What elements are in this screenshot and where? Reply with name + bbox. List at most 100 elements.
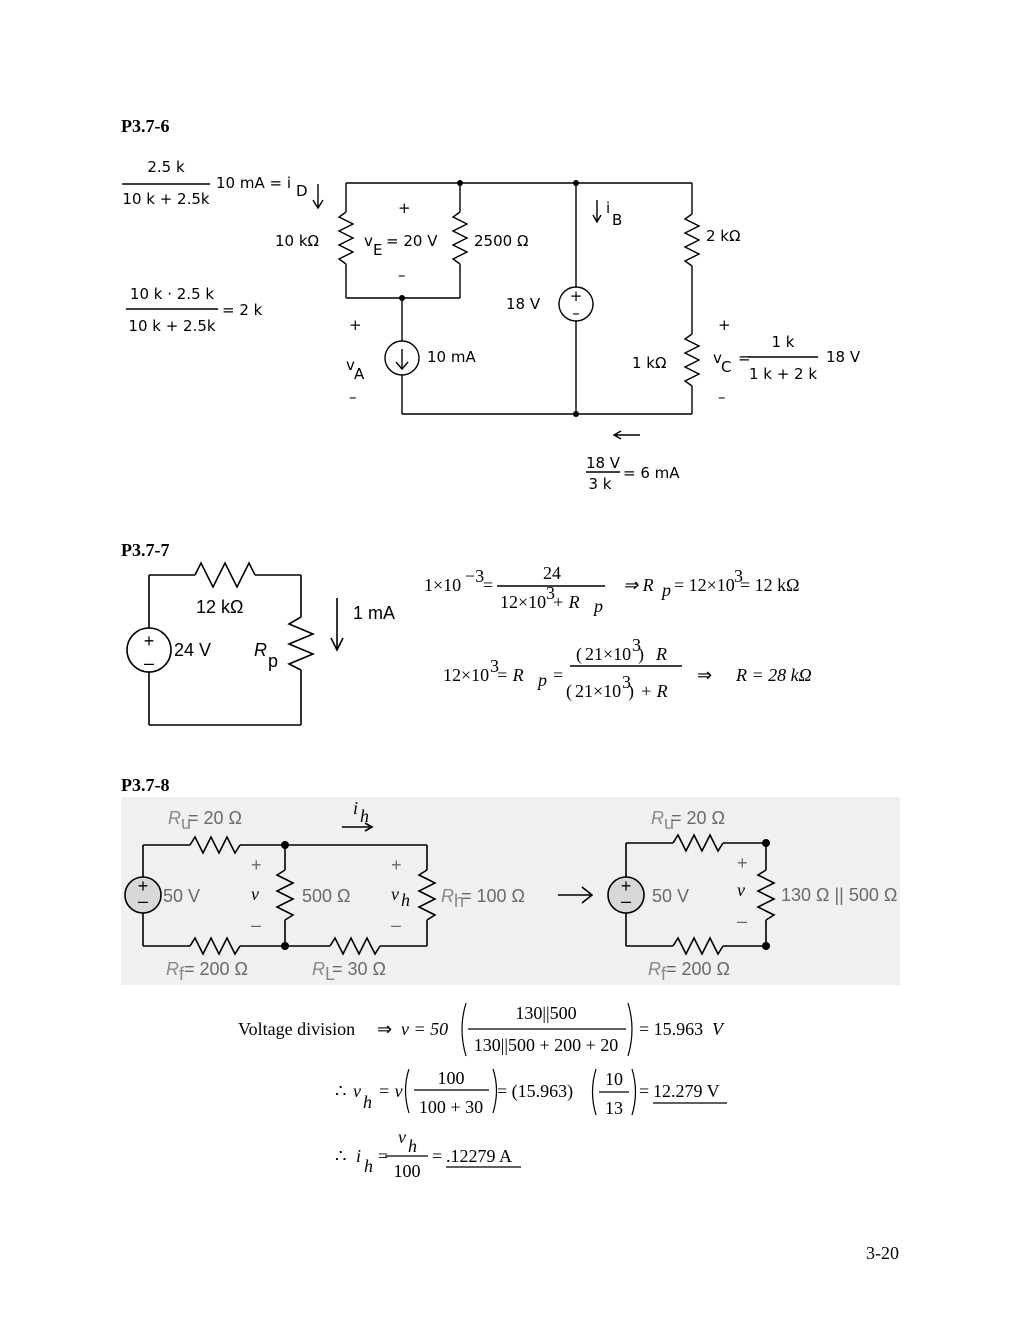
vh-den: 100 + 30 [419, 1097, 483, 1117]
ve-sub: E [373, 241, 382, 259]
vc-plus: + [718, 316, 731, 334]
ih-label: i [353, 798, 358, 818]
r10k-label: 10 kΩ [275, 232, 319, 250]
cur-denominator: 3 k [589, 475, 612, 493]
ru-right-sub: u [664, 813, 674, 833]
rl-val: = 30 Ω [332, 959, 386, 979]
vh-label: v [391, 884, 399, 904]
ru-left-sub: u [181, 813, 191, 833]
v50-left: 50 V [163, 886, 200, 906]
ru-right: R [651, 808, 664, 828]
eq2-imp: ⇒ [697, 665, 712, 685]
src50-right-plus: + [621, 876, 632, 896]
eq2-lhs-exp: 3 [490, 656, 499, 676]
vc-eq: = [738, 349, 751, 367]
vh-result: 12.279 V [653, 1081, 720, 1101]
eq1-imp-sub: p [660, 580, 671, 600]
eq1-imp: ⇒ R [623, 575, 654, 595]
id-rhs: 10 mA = i [216, 174, 291, 192]
eq2-lhs: 12×10 [443, 665, 489, 685]
problem-heading-3-7-8: P3.7-8 [121, 775, 170, 795]
id-denominator: 10 k + 2.5k [122, 190, 210, 208]
v-label-right: v [737, 880, 745, 900]
vh-eq: = v [378, 1081, 403, 1101]
ih-num-sub: h [408, 1136, 417, 1156]
circuit-p3-7-8-left [124, 822, 776, 956]
v-plus-right: + [737, 853, 748, 873]
ih-lhs: i [356, 1146, 361, 1166]
vd-text: Voltage division [238, 1019, 355, 1039]
vd-den: 130||500 + 200 + 20 [474, 1035, 619, 1055]
eq2-num-exp: 3 [632, 635, 641, 655]
eq1-result: = 12×10 [674, 575, 735, 595]
va-sub: A [354, 365, 365, 383]
eq2-den-lparen: ( [566, 681, 572, 702]
eq2-lhs-sub: p [536, 670, 547, 690]
vc-minus: – [718, 388, 726, 406]
src24-minus: – [144, 653, 154, 673]
rp-label: R [254, 640, 267, 660]
vd-unit: V [712, 1019, 725, 1039]
eq2-den-tail: + R [640, 681, 668, 701]
circuit-p3-7-7 [126, 561, 682, 726]
eq1-result-tail: = 12 kΩ [740, 575, 800, 595]
eq1-eq: = [483, 575, 493, 595]
r2500-label: 2500 Ω [474, 232, 528, 250]
vh-sub: h [401, 890, 410, 910]
src50-right-minus: – [621, 891, 631, 911]
req-denominator: 10 k + 2.5k [128, 317, 216, 335]
r12k-label: 12 kΩ [196, 597, 243, 617]
eq2-num-tail: R [655, 644, 667, 664]
ih-result: .12279 A [446, 1146, 512, 1166]
problem-heading-3-7-7: P3.7-7 [121, 540, 170, 560]
vh-therefore: ∴ [335, 1081, 346, 1101]
rf-right-val: = 200 Ω [666, 959, 730, 979]
eq2-num-lparen: ( [576, 644, 582, 665]
eq2-result: R = 28 kΩ [735, 665, 812, 685]
req-numerator: 10 k · 2.5 k [130, 285, 214, 303]
eq2-num: 21×10 [585, 644, 631, 664]
vc-numerator: 1 k [772, 333, 795, 351]
rp-sub: p [268, 651, 278, 671]
ve-rhs: = 20 V [386, 232, 438, 250]
ru-left: R [168, 808, 181, 828]
vh-lhs: v [353, 1081, 361, 1101]
r2k-label: 2 kΩ [706, 227, 740, 245]
rh-label: R [441, 886, 454, 906]
rf-left-sub: f [179, 964, 185, 984]
vd-lhs: v = 50 [401, 1019, 448, 1039]
eq1-den-exp: 3 [546, 583, 555, 603]
ih-eq2: = [432, 1146, 442, 1166]
rl-label: R [312, 959, 325, 979]
cur-numerator: 18 V [586, 454, 621, 472]
v-minus-left: – [251, 915, 261, 935]
id-sub: D [296, 182, 308, 200]
eq2-den-exp: 3 [622, 672, 631, 692]
ih-lhs-sub: h [364, 1156, 373, 1176]
ve-label: v [364, 232, 373, 250]
eq1-result-exp: 3 [734, 566, 743, 586]
vc-denominator: 1 k + 2 k [749, 365, 817, 383]
eq2-num-rparen: ) [638, 644, 644, 665]
vh-mid: = (15.963) [497, 1081, 573, 1102]
eq1-den-sub: p [592, 596, 603, 616]
v18-label: 18 V [506, 295, 541, 313]
ve-minus: – [398, 266, 406, 284]
rl-sub: L [325, 964, 335, 984]
vh-den2: 13 [605, 1098, 623, 1118]
req-rhs: = 2 k [222, 301, 263, 319]
vh-lhs-sub: h [363, 1092, 372, 1112]
vd-result: = 15.963 [639, 1019, 703, 1039]
ih-sub: h [360, 806, 369, 826]
cur-rhs: = 6 mA [623, 464, 680, 482]
r1k-label: 1 kΩ [632, 354, 666, 372]
eq2-den-rparen: ) [628, 681, 634, 702]
vh-minus: – [391, 915, 401, 935]
eq2-lhs-tail: = R [496, 665, 524, 685]
ih-den: 100 [394, 1161, 421, 1181]
src-plus: + [570, 287, 583, 305]
v-plus-left: + [251, 855, 262, 875]
va-plus: + [349, 316, 362, 334]
i1ma-label: 1 mA [353, 603, 395, 623]
